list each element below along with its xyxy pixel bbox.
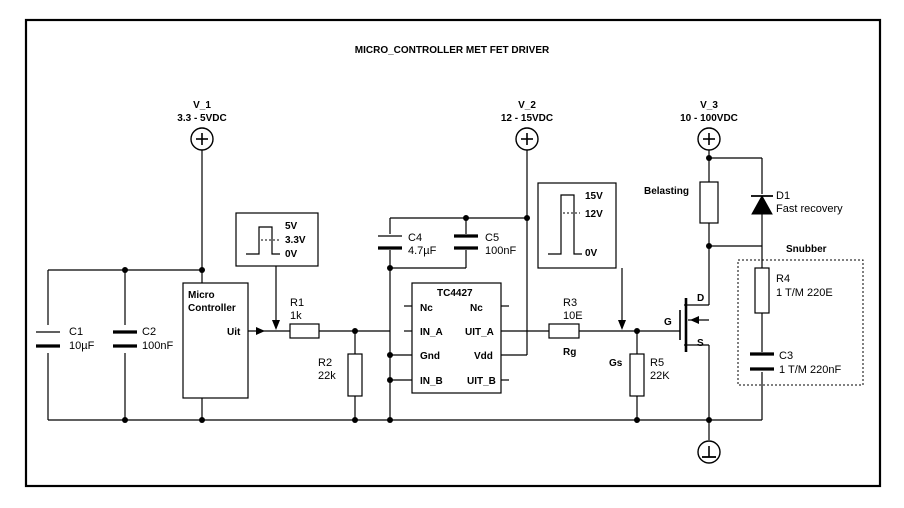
diode-d1-value: Fast recovery	[776, 203, 843, 215]
mosfet-gate-label: G	[664, 317, 672, 328]
capacitor-c1-ref: C1	[69, 326, 83, 338]
schematic-title: MICRO_CONTROLLER MET FET DRIVER	[355, 45, 550, 56]
source-v2-value: 12 - 15VDC	[501, 113, 553, 124]
source-v1: V_1 3.3 - 5VDC	[177, 100, 227, 151]
waveform-logic-mid: 3.3V	[285, 235, 306, 246]
driver-pin-in-b: IN_B	[420, 376, 443, 387]
mosfet: G D S	[664, 293, 704, 352]
capacitor-c4: C4 4.7µF	[378, 232, 437, 257]
source-v2-name: V_2	[518, 100, 536, 111]
capacitor-c1-value: 10µF	[69, 340, 95, 352]
capacitor-c3-value: 1 T/M 220nF	[779, 364, 841, 376]
capacitor-c2: C2 100nF	[113, 326, 173, 352]
wires	[47, 150, 763, 440]
source-v3-value: 10 - 100VDC	[680, 113, 738, 124]
arrow-down-icon	[618, 320, 626, 330]
plus-terminal-icon	[697, 127, 721, 151]
source-v3-name: V_3	[700, 100, 718, 111]
junctions	[122, 155, 712, 423]
driver-pin-uit-b: UIT_B	[467, 376, 496, 387]
resistor-r1-ref: R1	[290, 297, 304, 309]
waveform-logic-high: 5V	[285, 221, 298, 232]
load-resistor: Belasting	[644, 181, 719, 224]
ground-icon	[697, 440, 721, 464]
waveform-gate-mid: 12V	[585, 209, 603, 220]
driver-pin-in-a: IN_A	[420, 327, 443, 338]
arrow-right-icon	[256, 327, 265, 335]
diode-d1-ref: D1	[776, 190, 790, 202]
driver-pin-vdd: Vdd	[474, 351, 493, 362]
waveform-gate-high: 15V	[585, 191, 603, 202]
capacitor-c5: C5 100nF	[454, 232, 516, 257]
sheet-border	[24, 18, 882, 488]
source-v3: V_3 10 - 100VDC	[680, 100, 738, 151]
resistor-r1-value: 1k	[290, 310, 302, 322]
resistor-r3-ref: R3	[563, 297, 577, 309]
resistor-r3-value: 10E	[563, 310, 583, 322]
resistor-r2: R2 22k	[318, 353, 363, 397]
capacitor-c2-value: 100nF	[142, 340, 173, 352]
source-v1-name: V_1	[193, 100, 211, 111]
mcu-pin-out: Uit	[227, 327, 241, 338]
mcu-label-line2: Controller	[188, 303, 236, 314]
resistor-r3: R3 10E Rg	[548, 297, 583, 358]
driver-pin-uit-a: UIT_A	[465, 327, 494, 338]
waveform-logic-low: 0V	[285, 249, 298, 260]
capacitor-c4-ref: C4	[408, 232, 422, 244]
resistor-r5: Gs R5 22K	[609, 353, 670, 397]
resistor-r3-note: Rg	[563, 347, 576, 358]
capacitor-c5-ref: C5	[485, 232, 499, 244]
source-v1-value: 3.3 - 5VDC	[177, 113, 226, 124]
waveform-logic: 5V 3.3V 0V	[235, 212, 319, 330]
waveform-gate-low: 0V	[585, 248, 598, 259]
snubber-box: Snubber	[737, 244, 864, 386]
arrow-left-icon	[690, 316, 699, 324]
resistor-r2-value: 22k	[318, 370, 336, 382]
capacitor-c1: C1 10µF	[36, 326, 95, 352]
driver-pin-nc-right: Nc	[470, 303, 483, 314]
capacitor-c3: C3 1 T/M 220nF	[750, 350, 841, 376]
capacitor-c3-ref: C3	[779, 350, 793, 362]
waveform-gate: 15V 12V 0V	[537, 182, 626, 330]
source-v2: V_2 12 - 15VDC	[501, 100, 553, 151]
capacitor-c5-value: 100nF	[485, 245, 516, 257]
driver-name: TC4427	[437, 288, 473, 299]
capacitor-c2-ref: C2	[142, 326, 156, 338]
driver-pin-nc-left: Nc	[420, 303, 433, 314]
driver-pin-gnd: Gnd	[420, 351, 440, 362]
load-label: Belasting	[644, 186, 689, 197]
snubber-label: Snubber	[786, 244, 827, 255]
resistor-r2-ref: R2	[318, 357, 332, 369]
plus-terminal-icon	[515, 127, 539, 151]
diode-d1: D1 Fast recovery	[751, 190, 843, 215]
resistor-r4: R4 1 T/M 220E	[754, 267, 833, 314]
plus-terminal-icon	[190, 127, 214, 151]
resistor-r4-value: 1 T/M 220E	[776, 287, 833, 299]
mosfet-drain-label: D	[697, 293, 704, 304]
resistor-r5-ref: R5	[650, 357, 664, 369]
driver-ic: TC4427 Nc Nc IN_A UIT_A Gnd Vdd IN_B UIT…	[404, 282, 509, 394]
mcu-label-line1: Micro	[188, 290, 215, 301]
microcontroller: Micro Controller Uit	[182, 282, 265, 399]
resistor-r5-note: Gs	[609, 358, 623, 369]
capacitor-c4-value: 4.7µF	[408, 245, 437, 257]
mosfet-source-label: S	[697, 338, 704, 349]
resistor-r5-value: 22K	[650, 370, 670, 382]
resistor-r1: R1 1k	[289, 297, 320, 339]
resistor-r4-ref: R4	[776, 273, 790, 285]
arrow-down-icon	[272, 320, 280, 330]
